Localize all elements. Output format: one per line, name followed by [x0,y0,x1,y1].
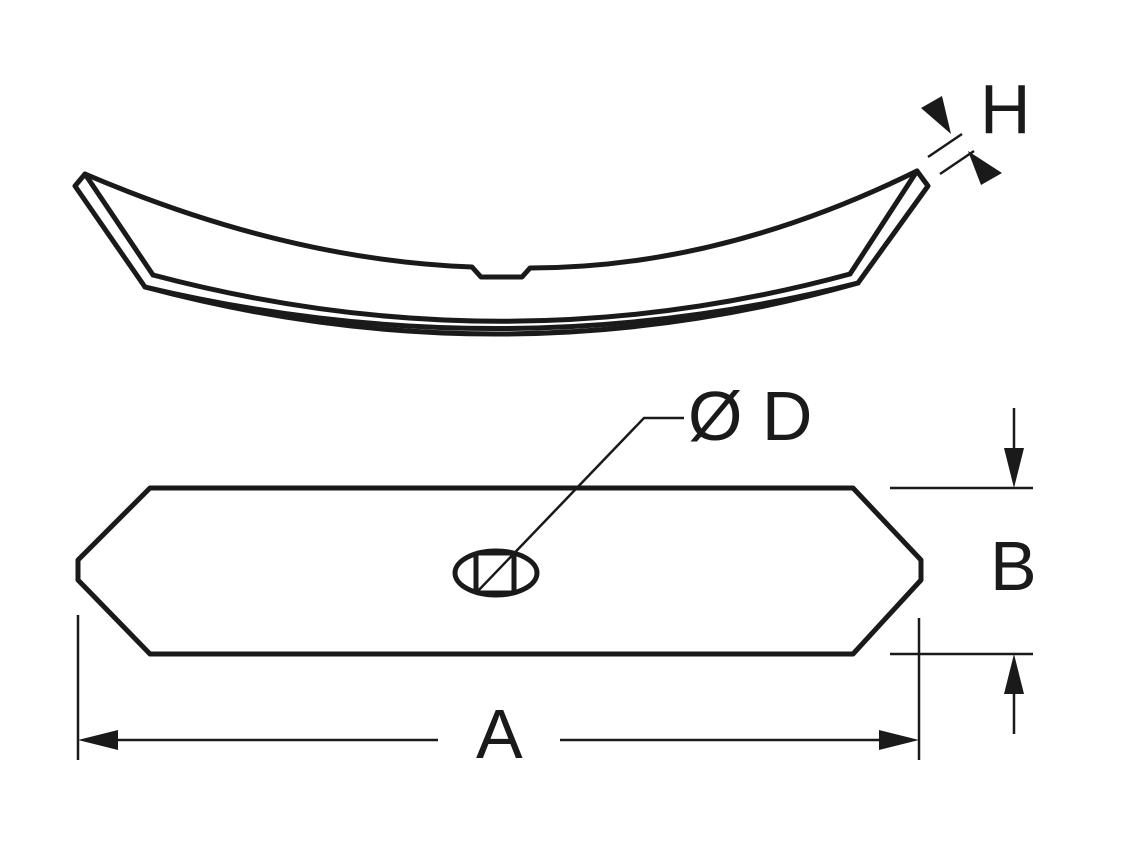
side-view-inner-edge [150,271,853,324]
side-view-lower-edge [142,280,861,332]
dimension-a-label: A [476,695,523,773]
dimension-h-extension-lower [939,149,975,176]
dimension-b-label: B [990,527,1037,605]
dimension-d-label: Ø D [688,377,812,455]
dimension-h-arrow-upper [921,96,951,134]
dimension-b-arrow-bottom [1004,654,1024,694]
side-view-bevel-left [82,171,156,278]
dimension-b-arrow-top [1004,448,1024,488]
side-view-outer-contour [72,168,931,337]
dimension-a-arrow-left [78,730,118,750]
dimension-d: Ø D [475,377,812,594]
dimension-h: H [921,70,1031,185]
blade-top-view [75,485,924,657]
dimension-h-label: H [980,70,1031,148]
dimension-a-arrow-right [879,730,919,750]
dimension-h-extension-upper [927,132,963,159]
blade-side-view [72,168,931,337]
center-hole-square [473,550,517,596]
dimension-b: B [890,408,1037,734]
dimension-d-leader-line [475,416,684,594]
side-view-bevel-right [847,168,920,277]
dimension-a: A [76,615,921,773]
top-view-contour [75,485,924,657]
dimension-h-arrow-lower [968,151,1002,185]
